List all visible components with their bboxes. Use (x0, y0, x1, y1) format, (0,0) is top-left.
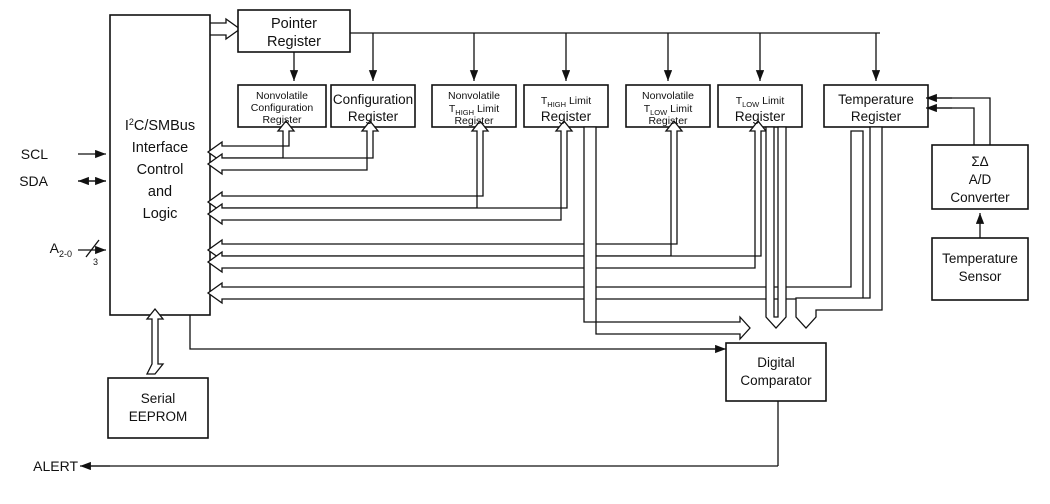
comparator-label-l2: Comparator (740, 373, 812, 388)
interface-to-comparator (189, 315, 720, 350)
nv-thigh-label-limit: Limit (474, 103, 499, 115)
pointer-label-l1: Pointer (271, 16, 317, 32)
eeprom-label-l2: EEPROM (129, 409, 188, 424)
block-config-register (330, 84, 416, 128)
temp-sensor-label-l1: Temperature (942, 251, 1018, 266)
nv-thigh-label-t: T (449, 103, 456, 115)
nv-config-label-l2: Configuration (251, 102, 314, 114)
block-digital-comparator (725, 342, 827, 402)
block-nv-thigh-limit-register (431, 84, 517, 128)
block-thigh-limit-register (523, 84, 609, 128)
interface-label-l5: Logic (143, 206, 178, 222)
interface-label-l1: I (125, 118, 129, 134)
thigh-label-l2: Register (541, 109, 592, 124)
bus-config-to-interface (206, 119, 380, 176)
sda-label: SDA (19, 173, 48, 189)
alert-label: ALERT (33, 458, 78, 474)
bus-interface-eeprom (145, 307, 165, 375)
pointer-label-l2: Register (267, 34, 321, 50)
nv-config-label-l1: Nonvolatile (256, 90, 308, 102)
adc-to-temp-register-2 (932, 97, 991, 145)
nv-thigh-label-l1: Nonvolatile (448, 90, 500, 102)
nv-tlow-label-t: T (644, 103, 651, 115)
tlow-label-t: T (736, 95, 743, 107)
interface-label-l2: Interface (132, 140, 188, 156)
thigh-label-sub: HIGH (547, 100, 566, 109)
config-label-l2: Register (348, 109, 399, 124)
block-temperature-sensor (931, 237, 1029, 301)
block-serial-eeprom (107, 377, 209, 439)
interface-label-l4: and (148, 184, 172, 200)
block-tlow-limit-register (717, 84, 803, 128)
nv-thigh-label-l3: Register (454, 115, 494, 127)
temp-register-label-l2: Register (851, 109, 902, 124)
svg-text:I2C/SMBus: I2C/SMBus (125, 117, 195, 134)
adc-to-temp-register-1 (932, 107, 975, 145)
scl-label: SCL (21, 146, 48, 162)
interface-label-l3: Control (137, 162, 184, 178)
svg-text:THIGH Limit: THIGH Limit (541, 95, 591, 109)
nv-tlow-label-limit: Limit (667, 103, 692, 115)
temp-register-label-l1: Temperature (838, 92, 914, 107)
svg-text:TLOW Limit: TLOW Limit (644, 103, 693, 117)
bus-slash (85, 239, 100, 258)
svg-text:TLOW Limit: TLOW Limit (736, 95, 785, 109)
nv-thigh-label-sub: HIGH (455, 108, 474, 117)
svg-text:A2-0: A2-0 (50, 240, 72, 259)
interface-label-l1b: C/SMBus (134, 118, 195, 134)
address-label: A (50, 240, 60, 256)
block-adc (931, 144, 1029, 210)
bus-tlow-to-comparator (765, 126, 787, 329)
bus-thigh-to-interface (206, 119, 574, 226)
nv-config-label-l3: Register (262, 114, 302, 126)
adc-label-l2: A/D (969, 172, 992, 187)
tlow-label-l2: Register (735, 109, 786, 124)
comparator-label-l1: Digital (757, 355, 795, 370)
bus-nvtlow-to-interface (206, 119, 684, 262)
block-pointer-register (237, 9, 351, 53)
bus-thigh-to-comparator (583, 126, 751, 341)
interface-label-sup: 2 (129, 117, 134, 127)
address-sub-label: 2-0 (59, 249, 72, 259)
nv-tlow-label-sub: LOW (650, 108, 668, 117)
bus-tlow-to-interface (206, 119, 768, 274)
thigh-label-limit: Limit (566, 95, 591, 107)
thigh-label-t: T (541, 95, 548, 107)
tlow-label-sub: LOW (742, 100, 760, 109)
block-interface (109, 14, 211, 316)
nv-tlow-label-l1: Nonvolatile (642, 90, 694, 102)
bus-tempreg-to-comparator (795, 126, 883, 329)
temp-sensor-label-l2: Sensor (959, 269, 1002, 284)
tlow-label-limit: Limit (759, 95, 784, 107)
svg-text:THIGH Limit: THIGH Limit (449, 103, 499, 117)
adc-label-l1: ΣΔ (971, 154, 988, 169)
bus-tempreg-to-interface (206, 130, 864, 305)
bus-width-label: 3 (93, 257, 98, 267)
adc-label-l3: Converter (950, 190, 1010, 205)
config-label-l1: Configuration (333, 92, 413, 107)
eeprom-label-l1: Serial (141, 391, 176, 406)
nv-tlow-label-l3: Register (648, 115, 688, 127)
block-nv-tlow-limit-register (625, 84, 711, 128)
